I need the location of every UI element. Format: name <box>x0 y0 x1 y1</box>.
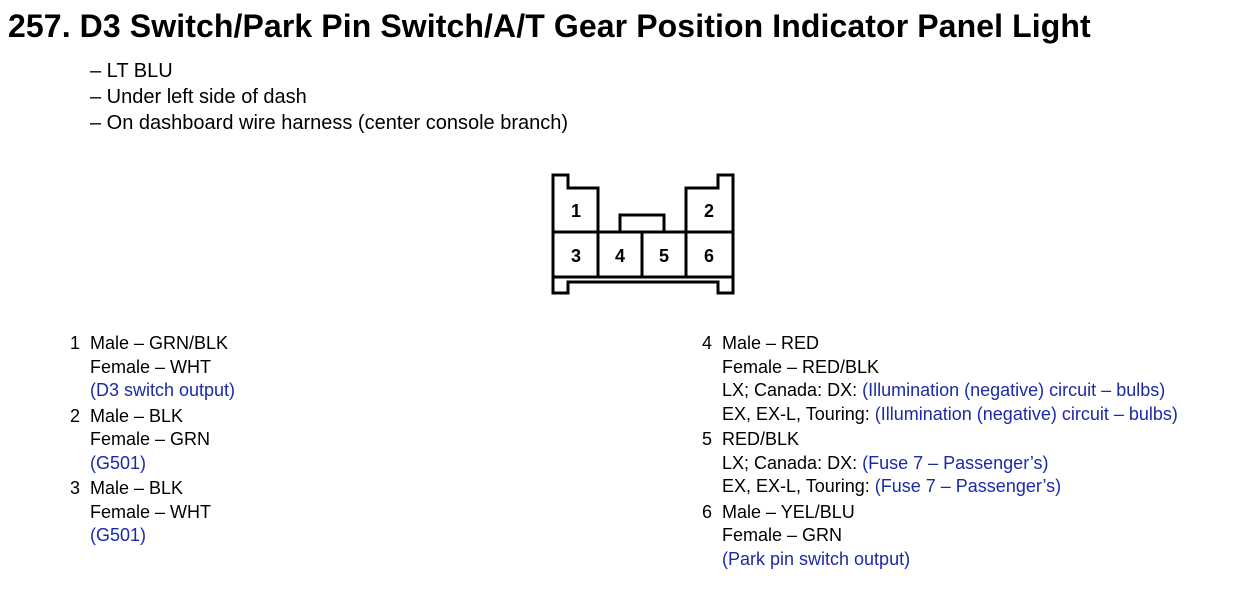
pin-detail-line: Female – GRN <box>90 428 235 452</box>
pin-list-left: 1 Male – GRN/BLK Female – WHT (D3 switch ou… <box>70 332 235 550</box>
wire-info-text: Female – WHT <box>90 356 212 377</box>
wire-info-text: EX, EX-L, Touring: <box>722 476 875 496</box>
pin-details: Male – GRN/BLK Female – WHT (D3 switch out… <box>90 332 235 403</box>
pin-entry: 5 RED/BLK LX; Canada: DX: (Fuse 7 – Passen… <box>702 428 1178 499</box>
pin-detail-line: EX, EX-L, Touring: (Illumination (negati… <box>722 403 1178 427</box>
wire-info-text: Female – GRN <box>722 525 843 545</box>
pin-detail-line: Female – GRN <box>722 524 1178 548</box>
pin-entry: 6 Male – YEL/BLU Female – GRN (Park pin swi… <box>702 501 1178 572</box>
pin-entry: 3 Male – BLK Female – WHT (G501) <box>70 477 235 548</box>
location-line: – Under left side of dash <box>90 86 307 108</box>
wire-info-text: EX, EX-L, Touring: <box>722 403 875 424</box>
pin-detail-line: (D3 switch output) <box>90 379 235 403</box>
pin-number: 1 <box>70 333 81 353</box>
pin-number: 5 <box>702 429 713 449</box>
pin-label-6: 6 <box>704 246 714 266</box>
wire-info-text: Male – GRN/BLK <box>90 333 229 353</box>
pin-detail-line: (G501) <box>90 452 235 476</box>
pin-detail-line: Male – GRN/BLK <box>90 332 235 356</box>
pin-detail-line: Male – YEL/BLU <box>722 501 1178 525</box>
wire-info-text: Female – GRN <box>90 429 211 449</box>
pin-entry: 2 Male – BLK Female – GRN (G501) <box>70 405 235 476</box>
pin-detail-line: RED/BLK <box>722 428 1178 452</box>
pin-detail-line: (Park pin switch output) <box>722 548 1178 572</box>
pin-entry: 1 Male – GRN/BLK Female – WHT (D3 switch ou… <box>70 332 235 403</box>
pin-number: 4 <box>702 333 713 353</box>
pin-number: 6 <box>702 501 713 522</box>
circuit-note-text: (Fuse 7 – Passenger’s) <box>862 452 1049 473</box>
pin-details: Male – YEL/BLU Female – GRN (Park pin swit… <box>722 501 1178 572</box>
pin-detail-line: EX, EX-L, Touring: (Fuse 7 – Passenger’s… <box>722 475 1178 499</box>
pin-number: 3 <box>70 478 81 498</box>
circuit-note-text: (G501) <box>90 452 147 473</box>
pin-detail-line: Male – RED <box>722 332 1178 356</box>
pin-detail-line: LX; Canada: DX: (Fuse 7 – Passenger’s) <box>722 452 1178 476</box>
wire-info-text: LX; Canada: DX: <box>722 452 863 473</box>
connector-location-list: – LT BLU – Under left side of dash – On … <box>90 58 568 136</box>
location-line: – LT BLU <box>90 60 173 82</box>
connector-face-diagram: 1 2 3 4 5 6 <box>551 173 735 295</box>
pin-details: Male – BLK Female – GRN (G501) <box>90 405 235 476</box>
wire-info-text: Male – YEL/BLU <box>722 501 855 522</box>
pin-detail-line: Female – RED/BLK <box>722 356 1178 380</box>
pin-detail-line: Female – WHT <box>90 501 235 525</box>
pin-details: Male – BLK Female – WHT (G501) <box>90 477 235 548</box>
pin-detail-line: (G501) <box>90 524 235 548</box>
circuit-note-text: (Park pin switch output) <box>722 548 911 569</box>
circuit-note-text: (Illumination (negative) circuit – bulbs… <box>862 380 1166 400</box>
location-line: – On dashboard wire harness (center cons… <box>90 112 569 134</box>
pin-label-5: 5 <box>659 246 669 266</box>
wire-info-text: Female – WHT <box>90 501 212 522</box>
pin-detail-line: Male – BLK <box>90 477 235 501</box>
wire-info-text: Female – RED/BLK <box>722 356 880 377</box>
pin-detail-line: Male – BLK <box>90 405 235 429</box>
circuit-note-text: (Illumination (negative) circuit – bulbs… <box>874 403 1178 424</box>
page-title: 257. D3 Switch/Park Pin Switch/A/T Gear … <box>8 8 1091 44</box>
pin-label-4: 4 <box>615 246 625 266</box>
pin-label-3: 3 <box>571 246 581 266</box>
wire-info-text: Male – BLK <box>90 405 184 426</box>
pin-number: 2 <box>70 405 81 426</box>
pin-detail-line: LX; Canada: DX: (Illumination (negative)… <box>722 379 1178 403</box>
pin-details: RED/BLK LX; Canada: DX: (Fuse 7 – Passeng… <box>722 428 1178 499</box>
wire-info-text: Male – RED <box>722 333 820 353</box>
wire-info-text: RED/BLK <box>722 429 800 449</box>
connector-outline <box>551 173 735 295</box>
wire-info-text: Male – BLK <box>90 478 184 498</box>
pin-label-2: 2 <box>704 201 714 221</box>
circuit-note-text: (G501) <box>90 525 147 545</box>
pin-label-1: 1 <box>571 201 581 221</box>
circuit-note-text: (D3 switch output) <box>90 380 236 400</box>
pin-detail-line: Female – WHT <box>90 356 235 380</box>
wire-info-text: LX; Canada: DX: <box>722 380 863 400</box>
circuit-note-text: (Fuse 7 – Passenger’s) <box>874 476 1062 496</box>
